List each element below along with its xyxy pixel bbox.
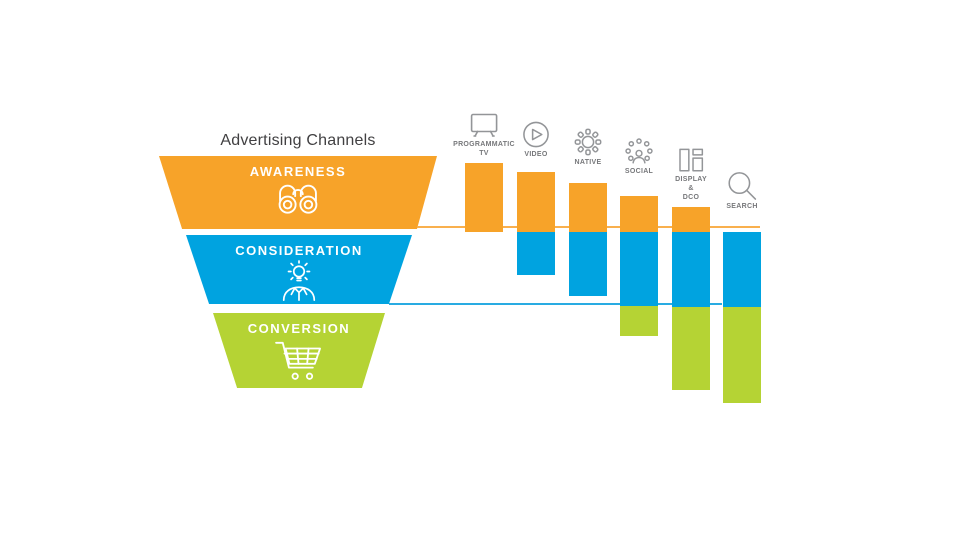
- channel-column-native: NATIVE: [569, 0, 607, 540]
- native-gear-icon: [573, 127, 603, 157]
- channel-label: PROGRAMMATIC TV: [453, 141, 515, 157]
- channel-label: NATIVE: [574, 159, 602, 166]
- bar-segment-consideration: [517, 232, 555, 275]
- stage-label-consideration: CONSIDERATION: [235, 243, 363, 258]
- bar-segment-consideration: [569, 232, 607, 296]
- shopping-cart-icon: [274, 338, 324, 382]
- bar-segment-awareness: [517, 172, 555, 232]
- channel-label: DISPLAY & DCO: [675, 176, 707, 201]
- channel-column-video: VIDEO: [517, 0, 555, 540]
- bar-segment-consideration: [672, 232, 710, 307]
- stage-label-awareness: AWARENESS: [249, 164, 347, 179]
- bar-segment-conversion: [672, 307, 710, 390]
- page-title: Advertising Channels: [220, 132, 376, 149]
- bar-segment-awareness: [672, 207, 710, 232]
- bar-segment-awareness: [465, 163, 503, 232]
- bar-segment-conversion: [723, 307, 761, 403]
- social-icon: [625, 137, 654, 166]
- bar-segment-conversion: [620, 306, 658, 336]
- idea-person-icon: [278, 260, 320, 302]
- bar-segment-awareness: [569, 183, 607, 232]
- funnel-stage-conversion: CONVERSION: [213, 313, 385, 388]
- channel-label: SOCIAL: [624, 168, 654, 175]
- stage-label-conversion: CONVERSION: [247, 321, 351, 336]
- consideration-stage-line: [389, 303, 722, 305]
- funnel-stage-awareness: AWARENESS: [159, 156, 437, 229]
- bar-segment-consideration: [723, 232, 761, 307]
- channel-column-social: SOCIAL: [620, 0, 658, 540]
- bar-segment-awareness: [620, 196, 658, 232]
- funnel-stage-consideration: CONSIDERATION: [186, 235, 412, 304]
- channel-label: SEARCH: [726, 203, 758, 210]
- video-play-icon: [522, 120, 551, 149]
- channel-label: VIDEO: [524, 151, 548, 158]
- programmatic-tv-icon: [469, 112, 499, 139]
- channel-column-display-dco: DISPLAY & DCO: [672, 0, 710, 540]
- binoculars-icon: [275, 181, 321, 215]
- bar-segment-consideration: [620, 232, 658, 306]
- search-icon: [726, 170, 757, 201]
- display-dco-icon: [677, 147, 705, 174]
- channel-column-search: SEARCH: [723, 0, 761, 540]
- channel-column-programmatic-tv: PROGRAMMATIC TV: [453, 0, 515, 540]
